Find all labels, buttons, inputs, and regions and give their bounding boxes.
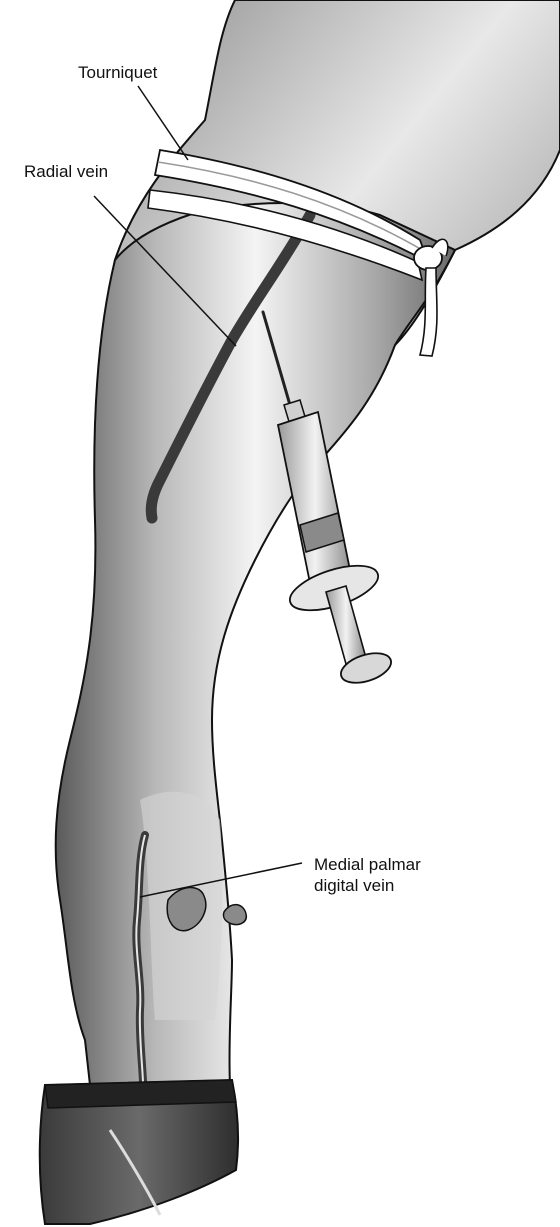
tourniquet-label: Tourniquet	[78, 62, 157, 83]
medial-palmar-digital-vein-label: Medial palmar digital vein	[314, 854, 421, 896]
medial-palmar-label-line1: Medial palmar	[314, 854, 421, 875]
syringe-barrel	[278, 412, 352, 593]
radial-vein-label: Radial vein	[24, 161, 108, 182]
chestnut-shape	[223, 905, 246, 925]
leg-shape	[56, 203, 455, 1085]
syringe-plunger-rod	[326, 586, 366, 664]
tourniquet-leader-line	[138, 86, 188, 160]
medial-palmar-label-line2: digital vein	[314, 875, 421, 896]
